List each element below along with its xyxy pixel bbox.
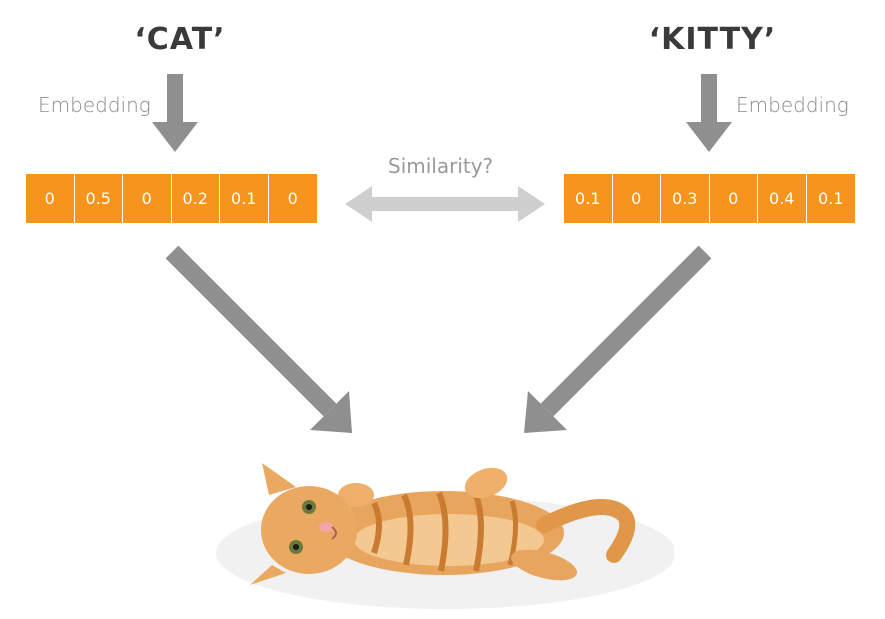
vector-cell: 0	[123, 174, 172, 223]
embedding-label-left: Embedding	[38, 93, 151, 117]
similarity-double-arrow	[345, 186, 545, 222]
vector-cell: 0.1	[818, 189, 844, 208]
vector-cell: 0.5	[75, 174, 123, 223]
vector-cell: 0	[26, 174, 75, 223]
embedding-vector-kitty: 0.1 0 0.3 0 0.4 0.1	[564, 174, 855, 223]
vector-cell: 0	[710, 174, 758, 223]
cat-image	[214, 455, 676, 619]
embedding-arrow-right	[686, 74, 732, 152]
vector-cell: 0	[613, 174, 661, 223]
embedding-vector-cat: 0 0.5 0 0.2 0.1 0	[26, 174, 317, 223]
diagonal-arrow-left	[165, 245, 352, 433]
word-kitty: ‘KITTY’	[648, 22, 777, 57]
vector-cell: 0.3	[661, 174, 710, 223]
embedding-label-right: Embedding	[736, 93, 849, 117]
similarity-label: Similarity?	[388, 154, 494, 178]
vector-cell: 0	[287, 189, 298, 208]
vector-cell: 0.4	[758, 174, 807, 223]
word-cat: ‘CAT’	[134, 22, 226, 57]
vector-cell: 0.1	[564, 174, 613, 223]
embedding-arrow-left	[152, 74, 198, 152]
vector-cell: 0.2	[172, 174, 220, 223]
diagonal-arrow-right	[524, 245, 712, 433]
vector-cell: 0.1	[220, 174, 269, 223]
